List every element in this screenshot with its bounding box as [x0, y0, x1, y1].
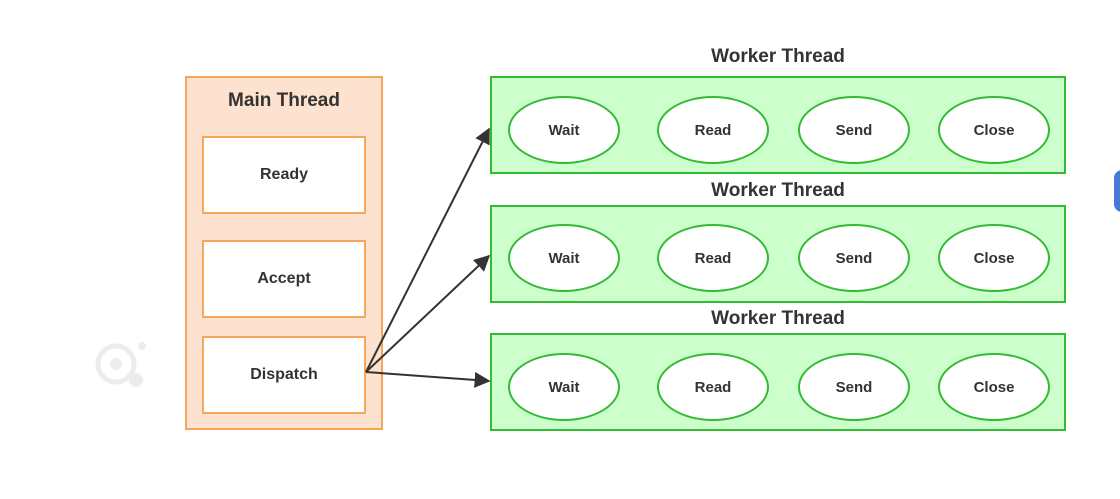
worker-3-state-send: Send — [798, 353, 910, 421]
worker-3-state-read: Read — [657, 353, 769, 421]
step-dispatch: Dispatch — [202, 336, 366, 414]
worker-3-state-wait: Wait — [508, 353, 620, 421]
worker-1-state-close: Close — [938, 96, 1050, 164]
worker-1-state-send: Send — [798, 96, 910, 164]
arrow-to-worker-1 — [365, 127, 490, 373]
worker-thread-1-title: Worker Thread — [711, 46, 845, 67]
worker-3-state-close: Close — [938, 353, 1050, 421]
worker-2-state-close: Close — [938, 224, 1050, 292]
worker-2-state-read: Read — [657, 224, 769, 292]
worker-2-state-wait: Wait — [508, 224, 620, 292]
worker-thread-2-title: Worker Thread — [711, 180, 845, 201]
arrow-to-worker-3 — [365, 371, 491, 388]
worker-thread-3-title: Worker Thread — [711, 308, 845, 329]
watermark-logo-icon — [95, 342, 146, 387]
step-accept: Accept — [202, 240, 366, 318]
step-ready: Ready — [202, 136, 366, 214]
main-thread-title: Main Thread — [228, 90, 340, 111]
worker-1-state-read: Read — [657, 96, 769, 164]
arrow-to-worker-2 — [365, 254, 491, 373]
worker-2-state-send: Send — [798, 224, 910, 292]
worker-1-state-wait: Wait — [508, 96, 620, 164]
edge-floating-button[interactable] — [1114, 170, 1120, 212]
